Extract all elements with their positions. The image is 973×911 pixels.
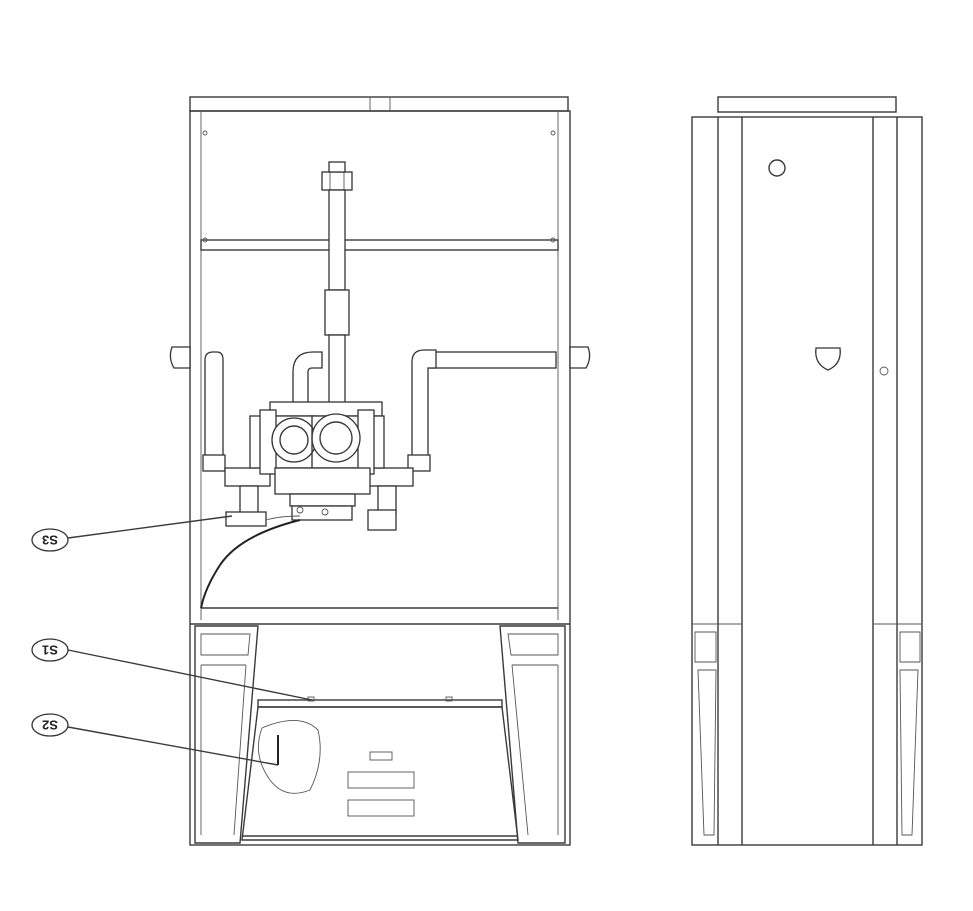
right-handle: [569, 346, 591, 369]
callout-s2: S2: [31, 713, 279, 766]
side-hole-top: [768, 159, 786, 177]
vertical-supply-pipe: [321, 161, 353, 406]
left-handle: [169, 346, 191, 369]
callout-s3-label: S3: [42, 533, 58, 548]
side-top-cap: [717, 96, 897, 113]
front-view: S3 S1 S2: [31, 96, 591, 846]
side-view: [691, 96, 923, 846]
callout-s2-label: S2: [42, 718, 58, 733]
left-pipe-loop: [202, 351, 271, 515]
front-base: [194, 625, 566, 844]
front-cabinet-frame: [189, 110, 571, 846]
callout-s1: S1: [31, 638, 313, 701]
callout-s1-label: S1: [42, 643, 58, 658]
label-plate-2: [347, 799, 415, 817]
callout-s3: S3: [31, 515, 233, 552]
front-top-cap: [189, 96, 569, 112]
right-pipe-loop: [367, 349, 557, 515]
front-cross-bar: [200, 239, 559, 251]
side-handle: [815, 347, 841, 371]
side-cabinet-frame: [691, 116, 923, 846]
label-plate-small: [369, 751, 393, 761]
cable: [200, 519, 301, 609]
access-cutout: [257, 720, 321, 794]
label-plate-1: [347, 771, 415, 789]
pump-assembly: [225, 351, 397, 531]
